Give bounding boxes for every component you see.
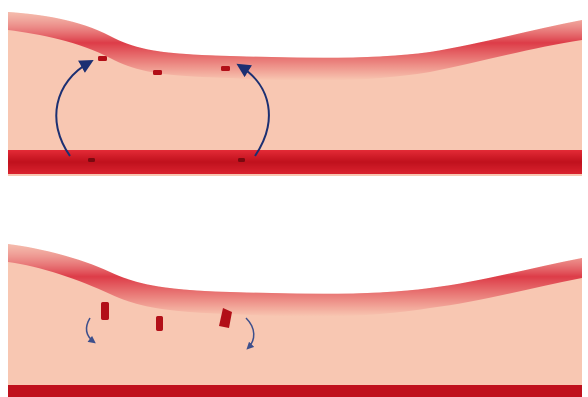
bottom-panel	[8, 244, 582, 397]
top-particle-3	[221, 66, 230, 71]
bottom-particle-2	[156, 316, 163, 331]
top-particle-4	[88, 158, 95, 162]
top-blood-vessel	[8, 150, 582, 174]
top-panel	[8, 12, 582, 176]
top-particle-5	[238, 158, 245, 162]
top-particle-2	[153, 70, 162, 75]
bottom-blood-vessel	[8, 385, 582, 397]
bottom-particle-1	[101, 302, 109, 320]
top-particle-1	[98, 56, 107, 61]
